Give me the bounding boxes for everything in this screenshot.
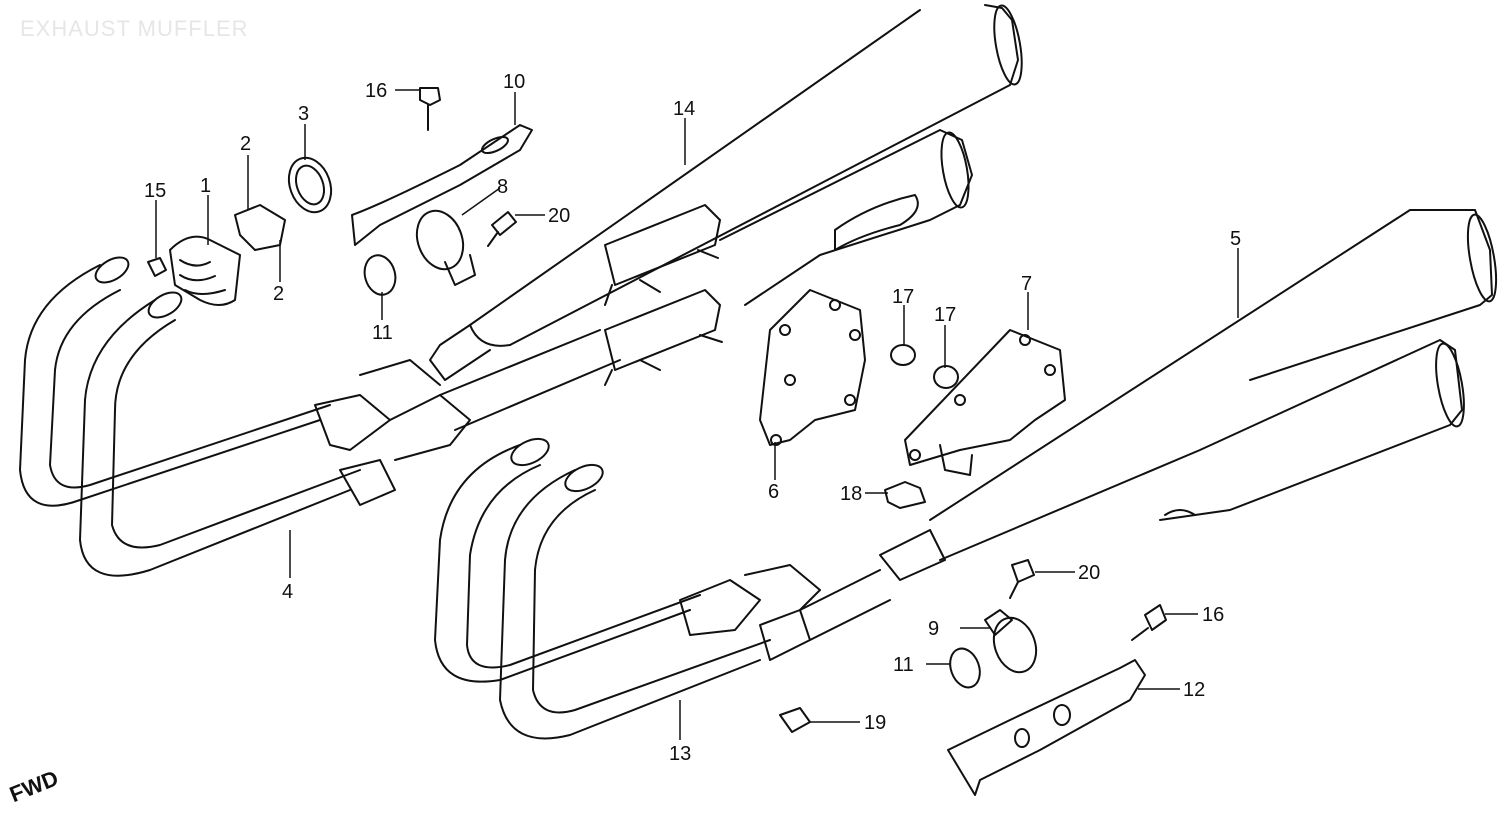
lower-shield-and-clamp	[779, 481, 1167, 796]
upper-shield-and-clamp	[351, 87, 533, 296]
callout-2-lower: 2	[273, 283, 284, 305]
callout-12: 12	[1183, 679, 1205, 701]
callout-6: 6	[768, 481, 779, 503]
lower-muffler-5	[929, 209, 1498, 561]
callout-11-upper: 11	[372, 322, 393, 344]
callout-19: 19	[864, 712, 886, 734]
callout-8: 8	[497, 176, 508, 198]
callout-18: 18	[840, 483, 862, 505]
exhaust-joint-parts	[147, 156, 333, 306]
diagram-title: EXHAUST MUFFLER	[20, 16, 249, 41]
callout-11-lower: 11	[893, 654, 914, 676]
callout-16-lower: 16	[1202, 604, 1224, 626]
upper-muffler-14	[469, 4, 1023, 347]
upper-rear-muffler	[719, 129, 973, 306]
callout-16-upper: 16	[365, 80, 387, 102]
callout-17-left: 17	[892, 286, 914, 308]
callout-1: 1	[200, 175, 211, 197]
callout-9: 9	[928, 618, 939, 640]
callout-3: 3	[298, 103, 309, 125]
upper-muffler-brackets	[604, 204, 723, 386]
callout-4: 4	[282, 581, 293, 603]
callout-2-upper: 2	[240, 133, 251, 155]
callout-15: 15	[144, 180, 166, 202]
right-header-pipes-13	[434, 437, 946, 740]
callout-20-lower: 20	[1078, 562, 1100, 584]
callout-7: 7	[1021, 273, 1032, 295]
callout-5: 5	[1230, 228, 1241, 250]
callout-10: 10	[503, 71, 525, 93]
callout-17-right: 17	[934, 304, 956, 326]
leader-lines	[155, 89, 1239, 740]
callout-labels: 1 2 2 3 4 5 6 7 8 9 10 11 11 12 13 14 15…	[144, 71, 1241, 765]
callout-14: 14	[673, 98, 695, 120]
left-header-pipes-4	[19, 256, 621, 577]
callout-20-upper: 20	[548, 205, 570, 227]
mounting-brackets	[759, 289, 1066, 476]
callout-13: 13	[669, 743, 691, 765]
